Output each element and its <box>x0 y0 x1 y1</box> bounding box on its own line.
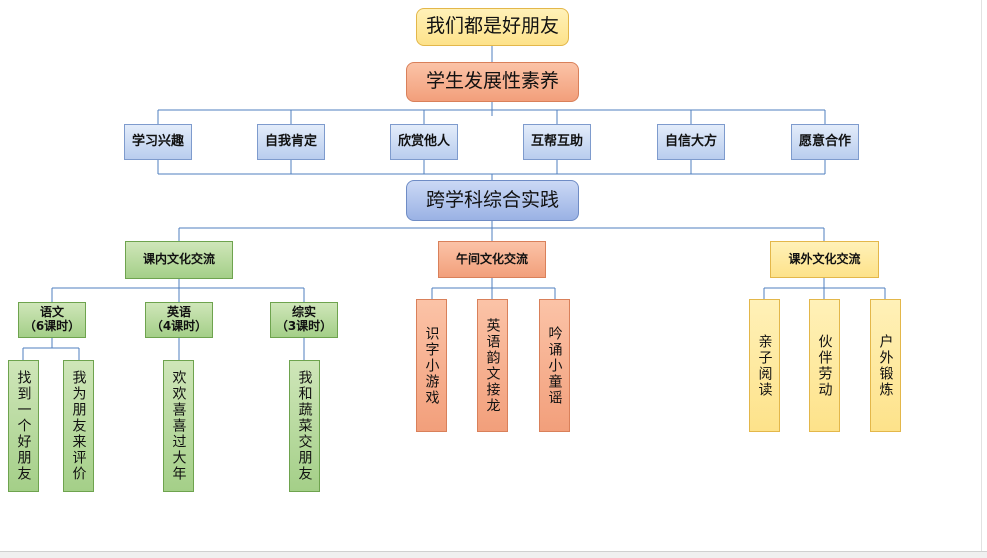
quality-node: 愿意合作 <box>791 124 859 160</box>
page-edge-divider <box>981 0 982 551</box>
goal-node: 学生发展性素养 <box>406 62 579 102</box>
branch-node-in-class: 课内文化交流 <box>125 241 233 279</box>
bottom-scrollbar[interactable] <box>0 551 987 558</box>
branch-node-noon: 午间文化交流 <box>438 241 546 278</box>
branch-node-after-school: 课外文化交流 <box>770 241 879 278</box>
diagram-title: 我们都是好朋友 <box>416 8 569 46</box>
activity-node: 户外锻炼 <box>870 299 901 432</box>
activity-node: 我和蔬菜交朋友 <box>289 360 320 492</box>
quality-node: 自信大方 <box>657 124 725 160</box>
activity-node: 识字小游戏 <box>416 299 447 432</box>
activity-node: 英语韵文接龙 <box>477 299 508 432</box>
subject-node-chinese: 语文 （6课时） <box>18 302 86 338</box>
activity-node: 欢欢喜喜过大年 <box>163 360 194 492</box>
subject-node-english: 英语 （4课时） <box>145 302 213 338</box>
quality-node: 互帮互助 <box>523 124 591 160</box>
activity-node: 吟诵小童谣 <box>539 299 570 432</box>
quality-node: 学习兴趣 <box>124 124 192 160</box>
quality-node: 欣赏他人 <box>390 124 458 160</box>
activity-node: 找到一个好朋友 <box>8 360 39 492</box>
subject-node-practice: 综实 （3课时） <box>270 302 338 338</box>
activity-node: 我为朋友来评价 <box>63 360 94 492</box>
quality-node: 自我肯定 <box>257 124 325 160</box>
activity-node: 伙伴劳动 <box>809 299 840 432</box>
practice-node: 跨学科综合实践 <box>406 180 579 221</box>
activity-node: 亲子阅读 <box>749 299 780 432</box>
